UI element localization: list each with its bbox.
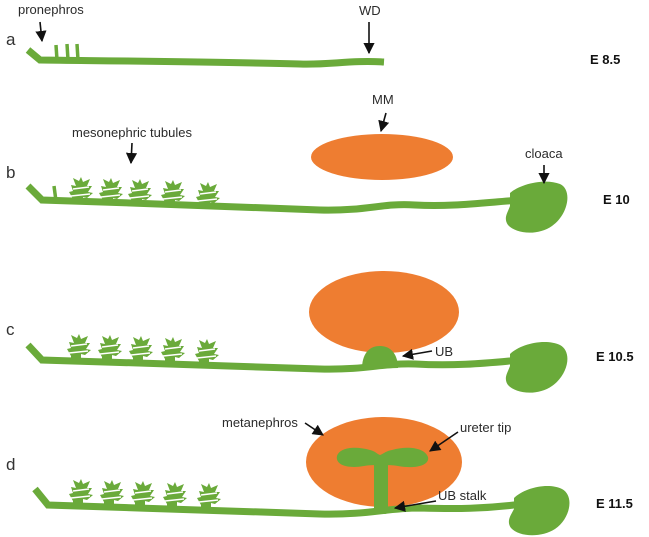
panel-c: c UB E 10.5	[6, 271, 634, 393]
panel-a-letter: a	[6, 30, 16, 49]
ureteric-bud	[362, 346, 398, 369]
pronephros-tubules	[54, 43, 80, 61]
wolffian-duct	[25, 183, 521, 214]
wolffian-duct	[25, 47, 385, 68]
mesonephric-tubules	[52, 176, 221, 209]
mesonephric-tubules-arrow	[125, 142, 138, 165]
wd-label: WD	[359, 3, 381, 18]
panel-d-letter: d	[6, 455, 15, 474]
mm-arrow	[378, 112, 390, 133]
metanephric-mesenchyme	[309, 271, 459, 353]
metanephric-mesenchyme	[311, 134, 453, 180]
cloaca-shape	[505, 341, 568, 393]
metanephros-arrow	[304, 422, 324, 436]
metanephros-label: metanephros	[222, 415, 298, 430]
ureter-tip-arrow	[429, 431, 459, 452]
ureter-tip-label: ureter tip	[460, 420, 511, 435]
panel-d: d metanephros ureter tip UB stalk E 11.5	[6, 415, 633, 536]
ub-arrow	[401, 348, 433, 360]
cloaca-shape	[505, 181, 568, 233]
panel-a-stage: E 8.5	[590, 52, 620, 67]
cloaca-label: cloaca	[525, 146, 563, 161]
wolffian-duct	[25, 342, 521, 373]
panel-b: b MM mesonephric tubules cloaca E 10	[6, 92, 630, 233]
mm-label: MM	[372, 92, 394, 107]
ub-stalk-label: UB stalk	[438, 488, 487, 503]
wolffian-duct	[32, 486, 523, 518]
panel-c-stage: E 10.5	[596, 349, 634, 364]
mesonephric-tubules-label: mesonephric tubules	[72, 125, 192, 140]
panel-b-stage: E 10	[603, 192, 630, 207]
panel-a: a pronephros WD E 8.5	[6, 2, 620, 68]
ub-label: UB	[435, 344, 453, 359]
panel-d-stage: E 11.5	[596, 496, 633, 511]
ureter-bud-tree	[336, 447, 429, 514]
panel-b-letter: b	[6, 163, 15, 182]
cloaca-shape	[508, 485, 570, 536]
panel-c-letter: c	[6, 320, 15, 339]
pronephros-arrow	[35, 21, 47, 43]
ub-stalk-arrow	[393, 500, 437, 512]
pronephros-label: pronephros	[18, 2, 84, 17]
